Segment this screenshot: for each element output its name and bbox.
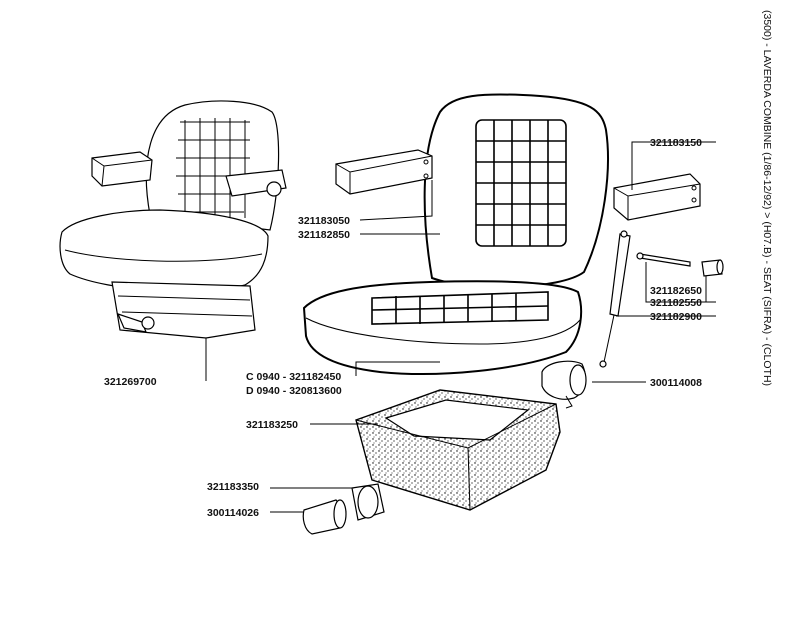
adjuster-knob-part xyxy=(541,360,587,409)
label-321183250: 321183250 xyxy=(246,419,298,431)
label-321182850: 321182850 xyxy=(298,229,350,241)
label-300114026: 300114026 xyxy=(207,507,259,519)
right-armrest-part xyxy=(613,173,701,221)
left-armrest-part xyxy=(335,149,433,195)
seat-cushion-part xyxy=(302,280,583,375)
label-321182900: 321182900 xyxy=(650,311,702,323)
assembled-seat-illustration xyxy=(59,100,287,339)
adjuster-and-knob-parts xyxy=(302,483,385,535)
label-300114008: 300114008 xyxy=(650,377,702,389)
label-c0940: C 0940 - 321182450 xyxy=(246,371,341,383)
label-321269700: 321269700 xyxy=(104,376,157,388)
label-321182650: 321182650 xyxy=(650,285,702,297)
gas-strut-part xyxy=(599,230,631,368)
diagram-side-title: (3500) - LAVERDA COMBINE (1/86-12/92) > … xyxy=(761,10,773,386)
backrest-part xyxy=(423,93,609,289)
label-321183350: 321183350 xyxy=(207,481,259,493)
leader-lines xyxy=(205,141,716,513)
label-321183150: 321183150 xyxy=(650,137,702,149)
pin-and-bush-parts xyxy=(636,252,724,277)
label-321182550: 321182550 xyxy=(650,297,702,309)
base-tray-part xyxy=(355,389,561,511)
label-321183050: 321183050 xyxy=(298,215,350,227)
label-d0940: D 0940 - 320813600 xyxy=(246,385,342,397)
